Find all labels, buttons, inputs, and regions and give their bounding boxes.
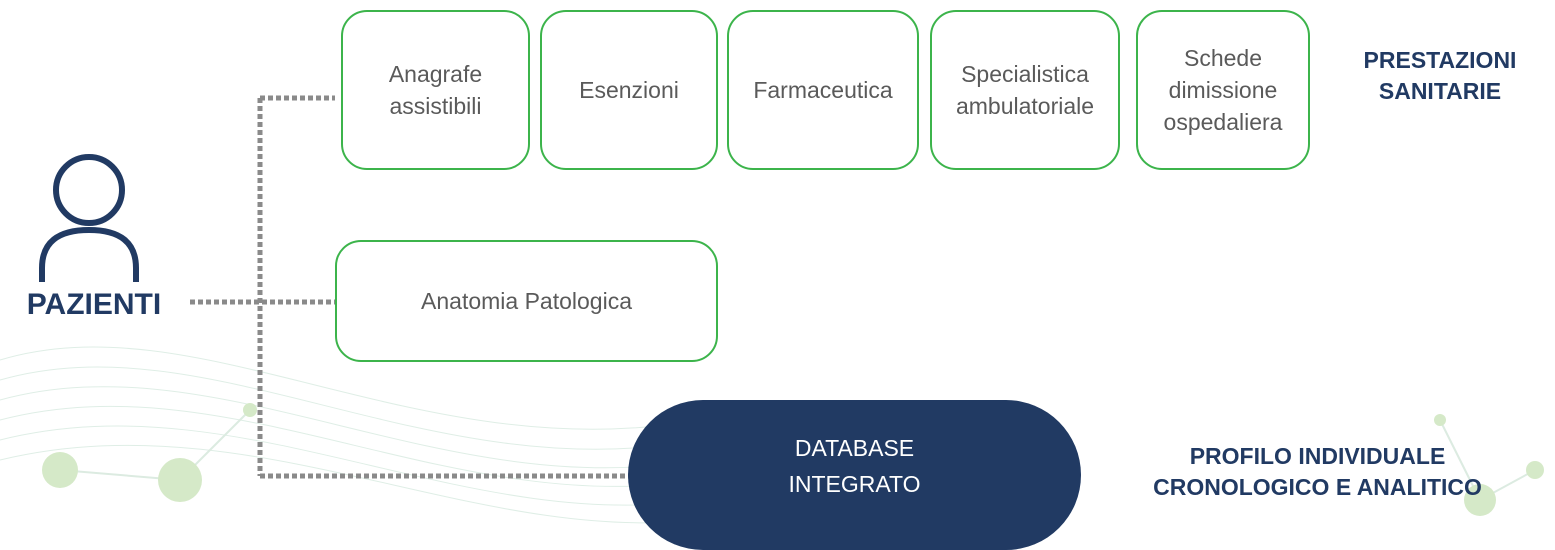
source-box-farmaceutica: Farmaceutica [727,10,919,170]
patient-label: PAZIENTI [26,288,162,321]
source-box-esenzioni: Esenzioni [540,10,718,170]
source-box-anatomia-patologica: Anatomia Patologica [335,240,718,362]
connector-lines [190,95,640,479]
person-icon [39,154,139,282]
